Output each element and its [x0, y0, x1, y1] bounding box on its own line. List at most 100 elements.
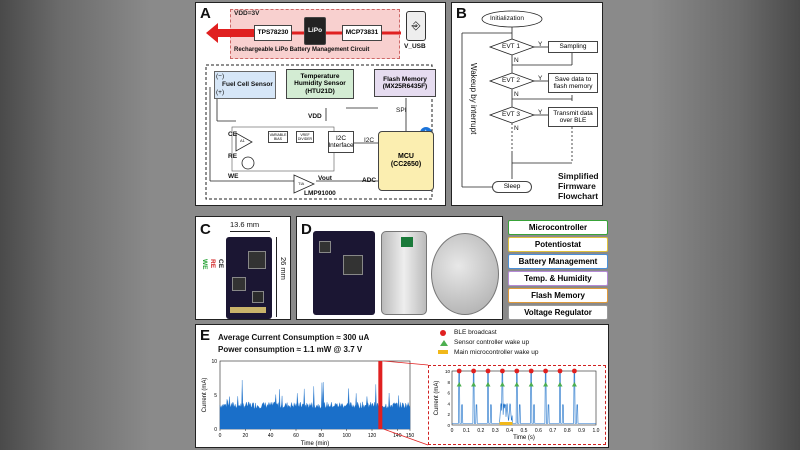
chart2-xtick-label: 0.7 — [549, 428, 556, 434]
adc-label: ADC — [362, 177, 377, 184]
tps-box: TPS78230 — [254, 25, 292, 41]
panel-d-label: D — [301, 221, 312, 238]
legend-main-marker — [438, 350, 448, 354]
chart2-xtick-label: 0 — [451, 428, 454, 434]
main-wake-bar — [499, 422, 513, 425]
chart1-ylabel: Current (mA) — [202, 378, 208, 413]
fuel-cell-plus: (+) — [216, 89, 225, 96]
connector — [230, 307, 266, 313]
board-chip — [343, 255, 363, 275]
flowchart-title-1: Simplified — [558, 171, 599, 181]
chart2-ytick-label: 4 — [447, 401, 450, 406]
sampling-box: Sampling — [548, 41, 598, 53]
a1-label: A1 — [240, 138, 245, 143]
variable-bias-box: VARIABLE BIAS — [268, 131, 288, 143]
init-label: Initialization — [490, 15, 524, 22]
temp-sensor-line2: Humidity Sensor — [294, 80, 346, 88]
chart1-xtick-label: 140 — [393, 433, 402, 439]
panel-b: B Initialization EVT 1 EVT 2 EVT 3 Y Y Y… — [451, 2, 603, 206]
we-label: WE — [228, 173, 239, 180]
panel-b-label: B — [456, 5, 467, 22]
zoom-box — [428, 365, 606, 445]
evt1-label: EVT 1 — [502, 43, 520, 50]
legend-potentiostat: Potentiostat — [508, 237, 608, 252]
chart1-xlabel: Time (min) — [301, 441, 329, 447]
width-label: 13.6 mm — [230, 220, 260, 229]
panel-c: C 13.6 mm CE RE WE 26 mm — [195, 216, 291, 320]
usb-icon: ⎆ — [406, 11, 426, 41]
chart2-trace — [452, 373, 596, 424]
save-line2: flash memory — [553, 83, 593, 90]
ble-marker-7 — [557, 368, 563, 374]
chart2-frame — [451, 370, 597, 426]
chart1-xtick-label: 120 — [368, 433, 377, 439]
sensor-marker-2 — [485, 382, 491, 387]
sensor-marker-7 — [557, 382, 563, 387]
chart1-ytick-label: 0 — [214, 427, 217, 433]
panel-a: A VDD=3V TPS78230 LiPo MCP73831 Recharge… — [195, 2, 446, 206]
pcb-board — [313, 231, 375, 315]
vref-divider-box: VREF DIVIDER — [296, 131, 314, 143]
mcu-line1: MCU — [398, 152, 414, 160]
evt1-diamond — [488, 38, 536, 56]
chart1-zoom-marker — [378, 361, 383, 429]
flash-line2: (MX25R6435F) — [382, 83, 428, 90]
legend-temp: Temp. & Humidity — [508, 271, 608, 286]
flowchart-title-2: Firmware — [558, 181, 596, 191]
legend-sensor-marker — [440, 340, 448, 346]
ble-marker-3 — [500, 368, 505, 374]
flash-box: Flash Memory (MX25R6435F) — [374, 69, 436, 97]
evt2-label: EVT 2 — [502, 77, 520, 84]
mcp-box: MCP73831 — [342, 25, 382, 41]
sensor-marker-0 — [456, 382, 462, 387]
spi-label: SPI — [396, 107, 407, 114]
legend-battery: Battery Management — [508, 254, 608, 269]
chart1-xtick-label: 40 — [268, 433, 274, 439]
chart1-xtick-label: 80 — [319, 433, 325, 439]
temp-sensor-line1: Temperature — [300, 72, 340, 80]
chart2-xtick-label: 0.3 — [492, 428, 499, 434]
sensor-marker-5 — [528, 382, 534, 387]
fuel-cell-minus: (−) — [216, 73, 225, 80]
v-usb-label: V_USB — [404, 43, 426, 50]
panel-a-label: A — [200, 5, 211, 22]
ce-pin-label: CE — [217, 259, 224, 269]
chart2-ytick-label: 0 — [447, 423, 450, 428]
legend-main: Main microcontroller wake up — [454, 349, 539, 356]
legend-regulator: Voltage Regulator — [508, 305, 608, 320]
legend-ble-marker — [440, 330, 446, 336]
tia-label: TIA — [298, 181, 305, 186]
vout-label: Vout — [318, 175, 332, 182]
height-dim-line — [276, 237, 277, 317]
fuel-cell-box — [214, 71, 276, 99]
fuel-cell-label: Fuel Cell Sensor — [222, 81, 273, 88]
flowchart-title-3: Flowchart — [558, 191, 599, 201]
chart1-ytick-label: 10 — [211, 359, 217, 365]
arrow-vdd — [206, 23, 254, 43]
quarter-coin — [431, 233, 499, 315]
mcu-line2: (CC2650) — [390, 161, 422, 168]
ble-marker-8 — [572, 368, 577, 374]
chip-2 — [232, 277, 246, 291]
ble-marker-0 — [456, 368, 462, 374]
y3-label: Y — [538, 109, 543, 116]
mcu-box: MCU (CC2650) — [378, 131, 434, 191]
chart2-xtick-label: 0.4 — [506, 428, 513, 434]
legend-ble: BLE broadcast — [454, 329, 497, 336]
panel-a-wires — [205, 23, 433, 200]
chart2-ytick-label: 6 — [447, 391, 450, 396]
chart2-xtick-label: 0.9 — [578, 428, 585, 434]
sensor-marker-1 — [471, 382, 477, 387]
panel-e-label: E — [200, 327, 211, 344]
legend-microcontroller: Microcontroller — [508, 220, 608, 235]
avg-current: Average Current Consumption ≈ 300 uA — [218, 333, 370, 342]
battery-circuit-label: Rechargeable LiPo Battery Management Cir… — [234, 47, 370, 53]
evt2-diamond — [488, 72, 536, 90]
temp-sensor-line3: (HTU21D) — [305, 87, 335, 95]
n3-label: N — [514, 125, 519, 132]
i2c-label: I2C — [364, 137, 375, 144]
ble-marker-2 — [485, 368, 491, 374]
y2-label: Y — [538, 75, 543, 82]
height-label: 26 mm — [279, 257, 288, 280]
